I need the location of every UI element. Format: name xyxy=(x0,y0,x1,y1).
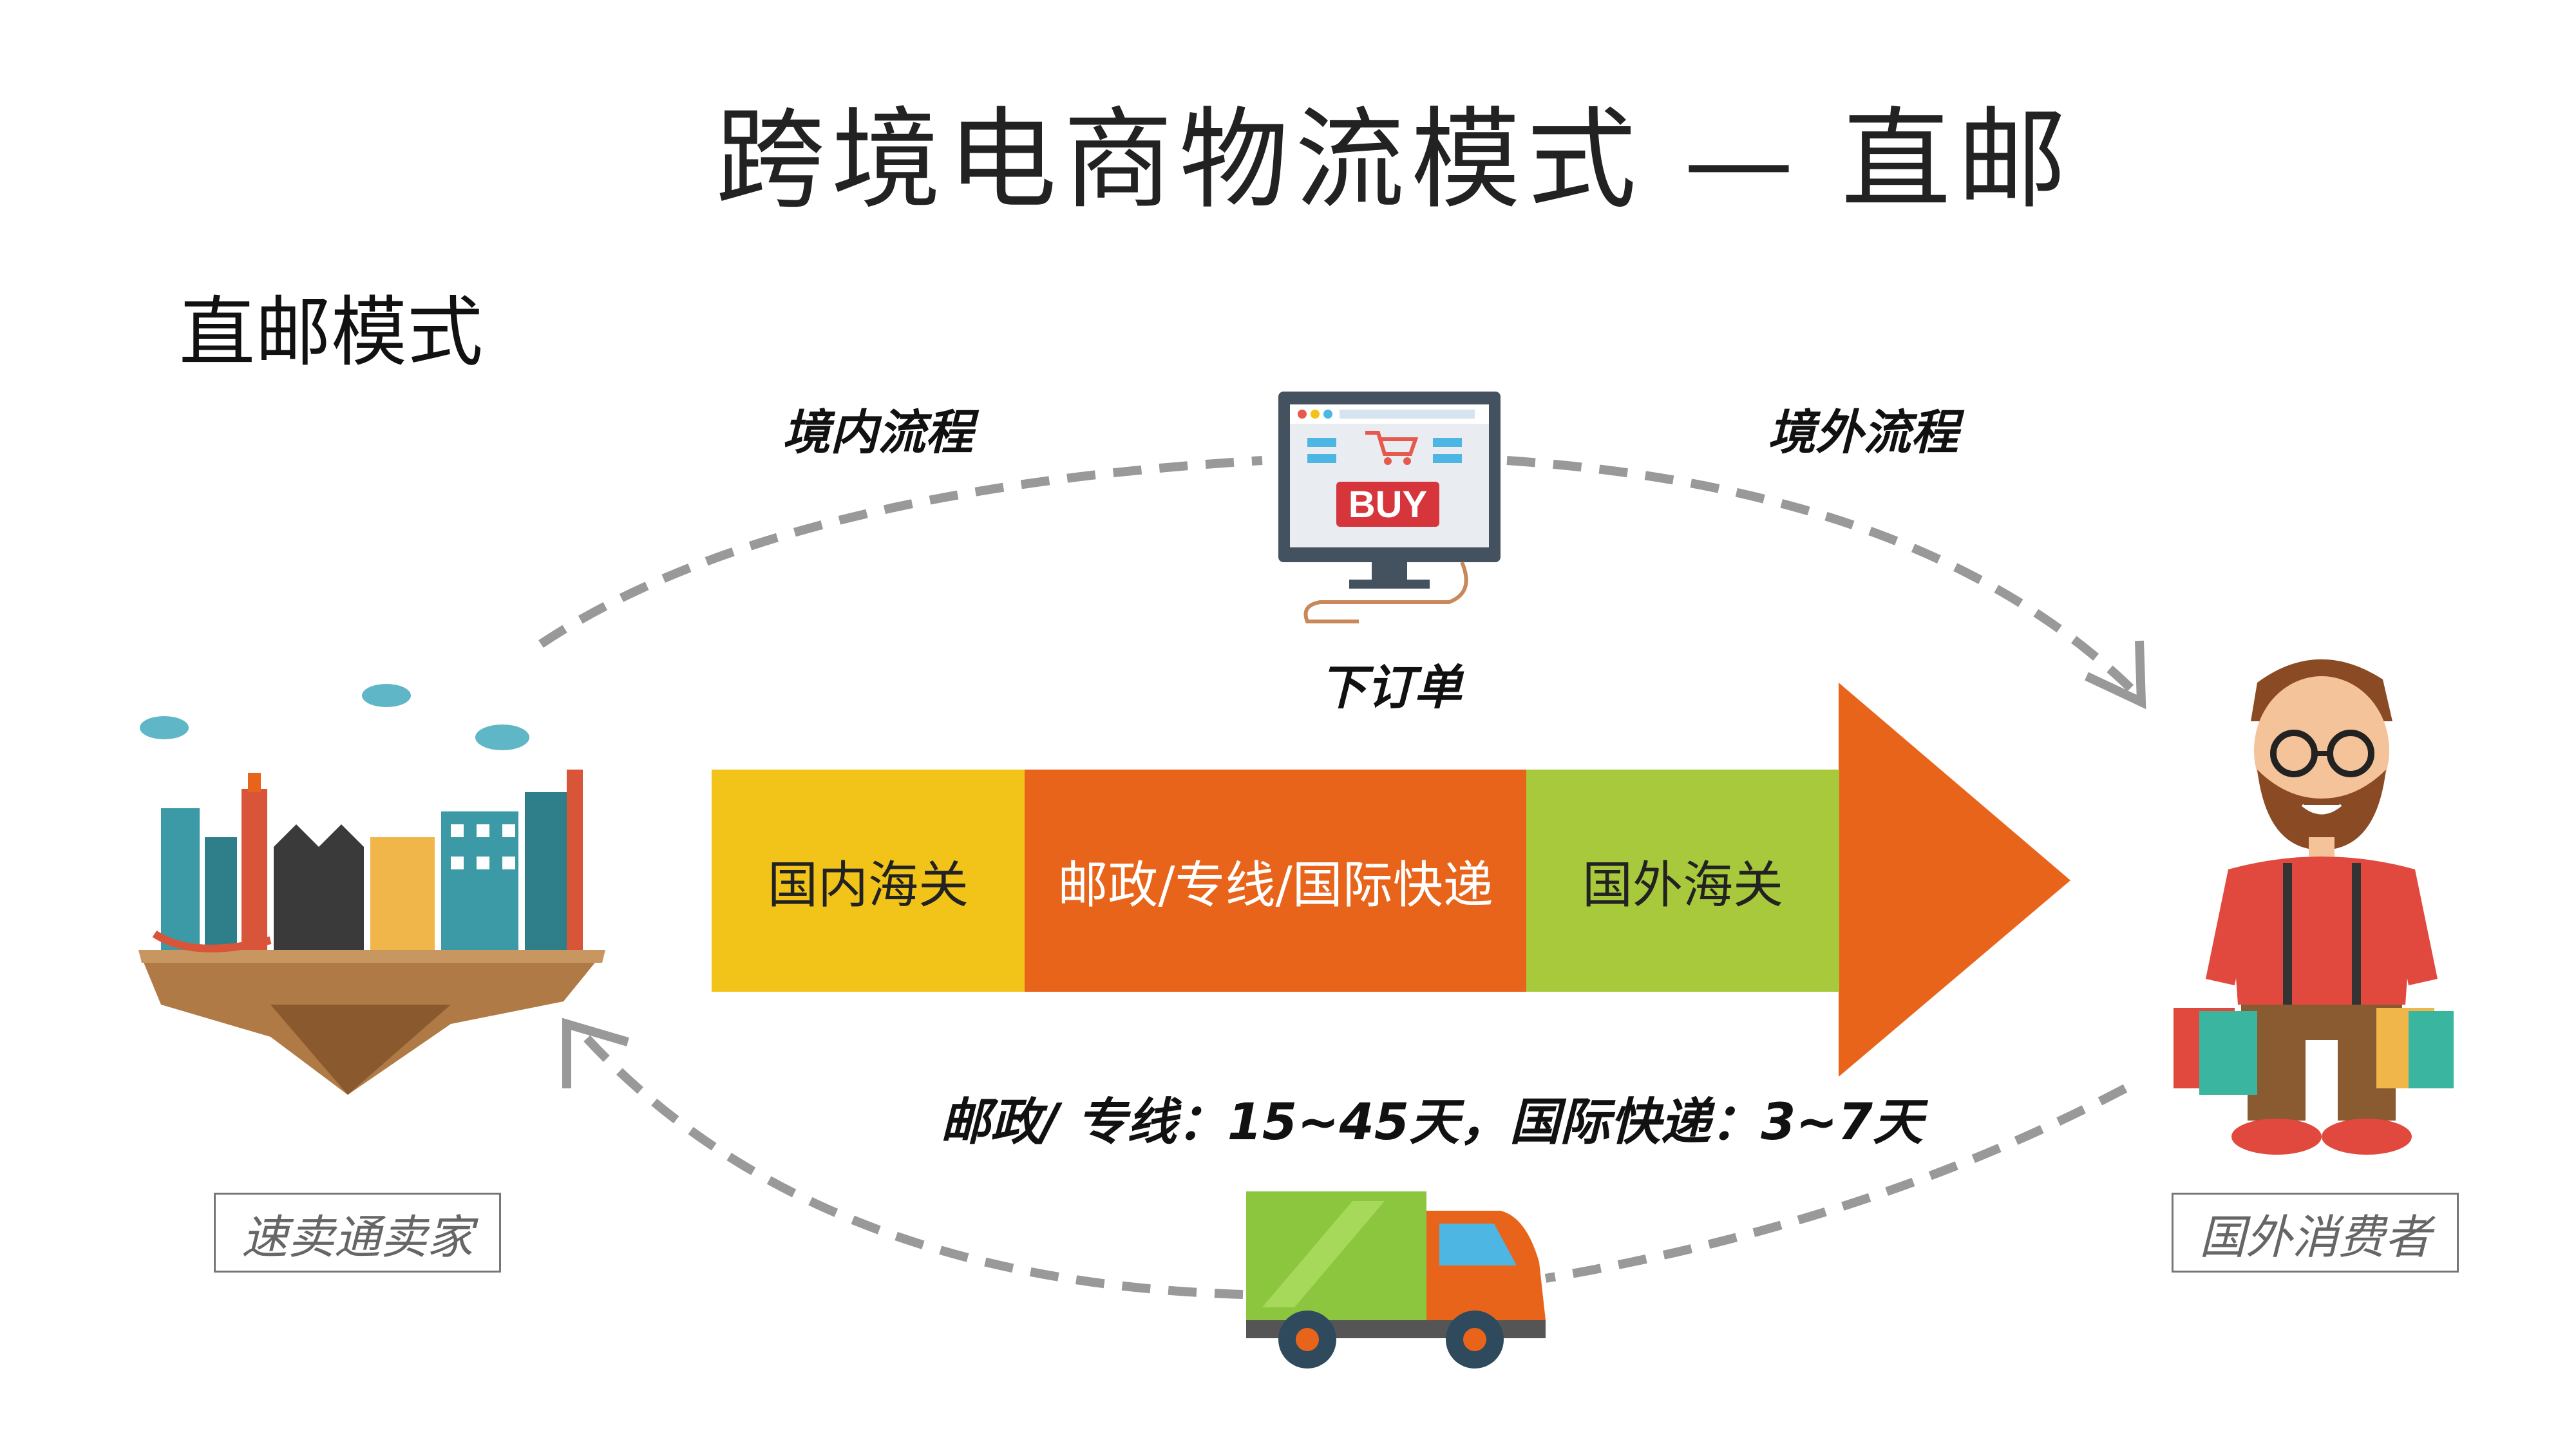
overseas-flow-label: 境外流程 xyxy=(1768,405,1958,460)
overseas-arrowhead xyxy=(2085,640,2146,710)
stage-shipping: 邮政/专线/国际快递 xyxy=(1025,770,1526,992)
truck-icon xyxy=(1246,1191,1546,1368)
page-title: 跨境电商物流模式 — 直邮 xyxy=(715,97,2074,224)
consumer-label: 国外消费者 xyxy=(2172,1193,2459,1273)
seller-label: 速卖通卖家 xyxy=(214,1193,501,1273)
mode-subtitle: 直邮模式 xyxy=(179,288,484,377)
cart-icon xyxy=(1365,431,1419,456)
overseas-flow-arc xyxy=(1506,456,2141,699)
factory-icon xyxy=(138,684,605,1095)
stage-foreign-customs: 国外海关 xyxy=(1526,770,1839,992)
order-label: 下订单 xyxy=(1319,660,1462,715)
consumer-icon xyxy=(2174,659,2454,1155)
return-flow-arc-left xyxy=(576,1027,1244,1299)
stage-domestic-customs: 国内海关 xyxy=(712,770,1025,992)
buy-text: BUY xyxy=(1349,484,1427,526)
return-flow-arc-right xyxy=(1544,1084,2128,1283)
transit-time-note: 邮政/ 专线：15~45天，国际快递：3~7天 xyxy=(940,1094,1923,1151)
return-arrowhead xyxy=(562,1018,629,1088)
process-arrow-head xyxy=(1839,683,2070,1077)
domestic-flow-label: 境内流程 xyxy=(782,405,973,460)
domestic-flow-arc xyxy=(538,456,1263,648)
computer-icon: BUY xyxy=(1278,392,1501,623)
